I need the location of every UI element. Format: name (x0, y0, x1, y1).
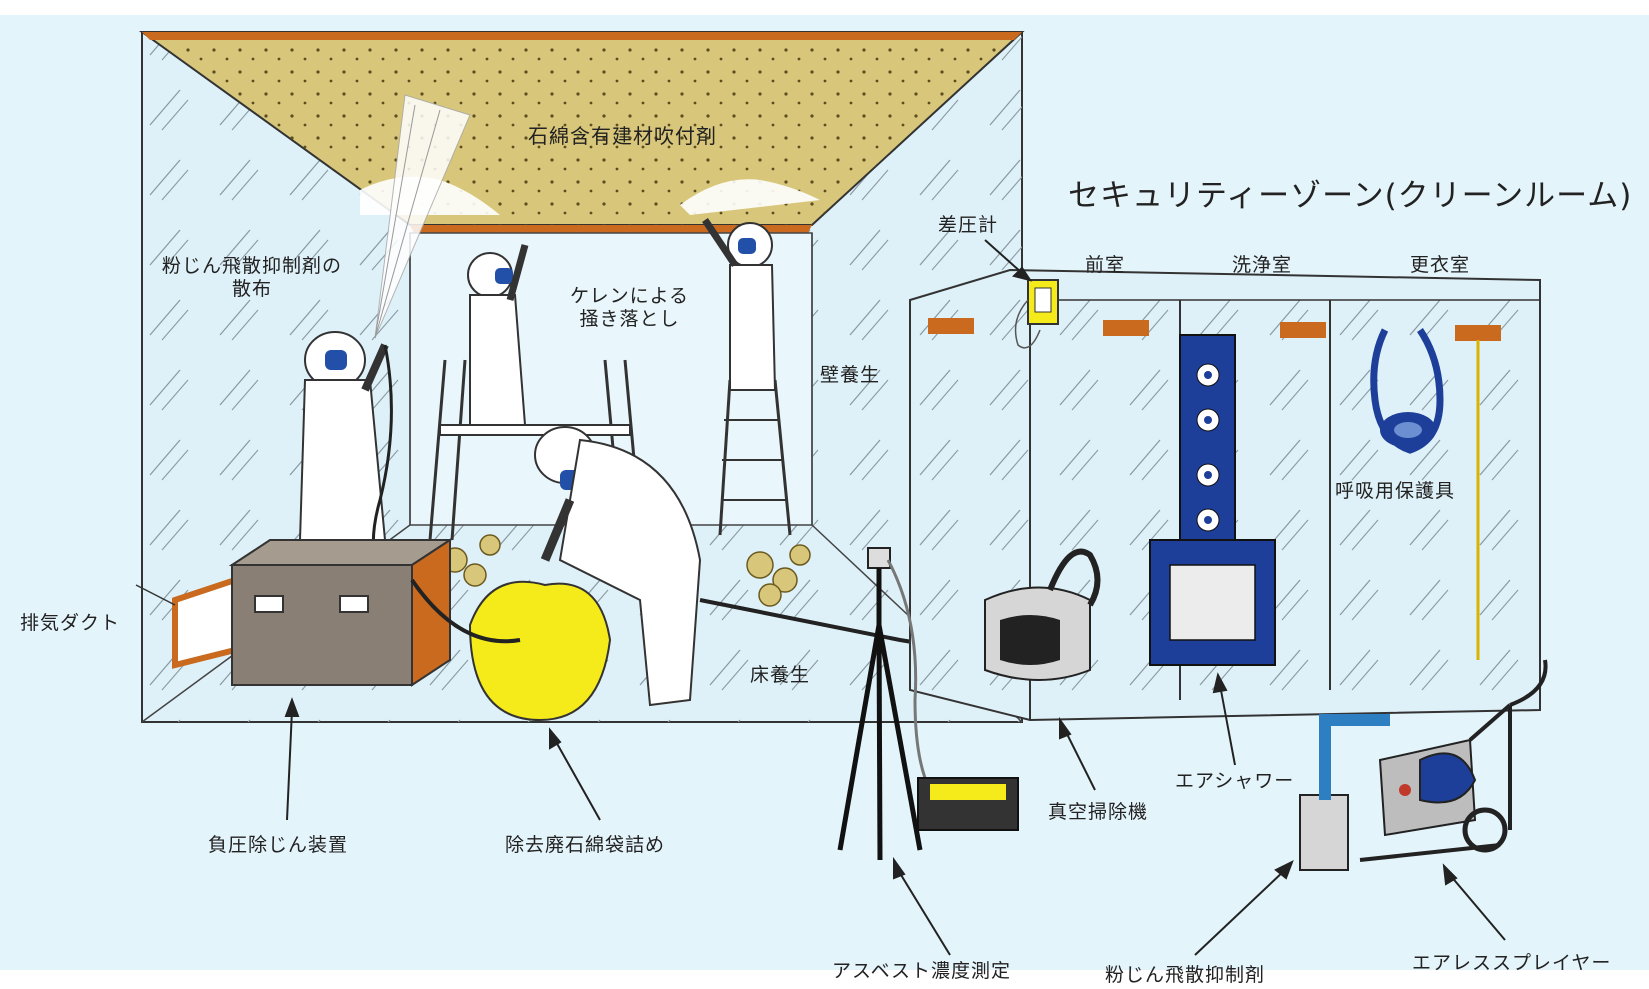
security-zone-title: セキュリティーゾーン(クリーンルーム) (1068, 178, 1633, 214)
manometer (1014, 279, 1059, 349)
bagging-label: 除去廃石綿袋詰め (505, 834, 666, 856)
exhaust-duct-label: 排気ダクト (20, 612, 121, 634)
worker-scraping-ladder (702, 218, 792, 536)
washroom-label: 洗浄室 (1232, 254, 1293, 276)
respirator (1370, 328, 1444, 454)
dressing-room-label: 更衣室 (1410, 254, 1471, 276)
sprayer-label: エアレススプレイヤー (1412, 952, 1612, 974)
worker-bagging (468, 426, 702, 722)
anteroom-label: 前室 (1085, 254, 1126, 276)
dust-collector (135, 538, 454, 687)
respirator-label: 呼吸用保護具 (1335, 480, 1456, 502)
vacuum-cleaner (984, 548, 1101, 681)
vacuum-label: 真空掃除機 (1048, 801, 1149, 823)
airless-sprayer (1299, 659, 1548, 871)
ceiling-label: 石綿含有建材吹付剤 (528, 124, 717, 148)
floor-protection-label: 床養生 (750, 664, 811, 686)
manometer-label: 差圧計 (938, 214, 999, 236)
dust-collector-label: 負圧除じん装置 (208, 834, 349, 856)
suppressant-label: 粉じん飛散抑制剤 (1105, 964, 1266, 986)
work-area-enclosure (138, 31, 1025, 723)
air-shower-unit (1149, 334, 1276, 666)
spray-cone (374, 94, 471, 339)
worker-scraping-scaffold (428, 244, 637, 541)
callout-arrows (284, 239, 1506, 956)
measurement-label: アスベスト濃度測定 (832, 960, 1012, 982)
spray-label: 粉じん飛散抑制剤の 散布 (162, 255, 343, 300)
scrape-label: ケレンによる 掻き落とし (570, 285, 690, 330)
air-shower-label: エアシャワー (1175, 770, 1295, 792)
asbestos-measurement-tripod (837, 547, 1019, 861)
wall-protection-label: 壁養生 (820, 364, 881, 386)
